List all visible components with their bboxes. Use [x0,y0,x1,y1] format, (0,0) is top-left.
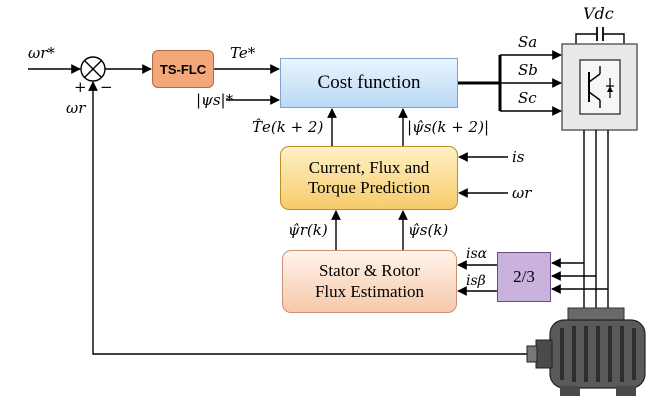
prediction-label-line2: Torque Prediction [307,178,431,197]
i-beta-label: isβ [466,273,486,289]
vdc-label: Vdc [583,4,614,23]
dc-link-capacitor [575,27,625,44]
ts-flc-block: TS-FLC [152,50,214,88]
estimation-label-line2: Flux Estimation [314,281,425,301]
i-alpha-label: isα [466,246,488,262]
psi-s-label: ψ̂s(k) [408,221,449,239]
torque-pred-label: T̂e(k + 2) [252,118,324,136]
sa-label: Sa [518,33,538,51]
flux-ref-label: |ψs|* [196,91,234,109]
ts-flc-label: TS-FLC [159,61,207,77]
minus-sign: − [100,78,113,96]
prediction-label-line1: Current, Flux and [308,157,430,177]
prediction-block: Current, Flux and Torque Prediction [280,146,458,210]
cost-function-label: Cost function [317,72,421,93]
is-label: is [512,148,525,166]
torque-ref-label: Te* [230,44,256,62]
omega-fb-label: ωr [66,99,86,117]
phase-lines [583,130,609,318]
motor-icon [526,307,646,396]
estimation-label-line1: Stator & Rotor [318,261,421,281]
switching-bus [458,50,562,116]
converter-label: 2/3 [513,267,535,286]
omega-ref-label: ωr* [28,44,55,62]
sc-label: Sc [518,89,537,107]
psi-r-label: ψ̂r(k) [288,221,328,239]
sb-label: Sb [518,61,538,79]
clarke-transform-block: 2/3 [497,252,551,302]
speed-feedback-line [88,81,527,355]
plus-sign: + [74,78,87,96]
omega-input-label: ωr [512,184,532,202]
flux-estimation-block: Stator & Rotor Flux Estimation [282,250,457,313]
flux-pred-label: |ψ̂s(k + 2)| [407,118,490,136]
cost-function-block: Cost function [280,58,458,108]
inverter [561,43,638,131]
